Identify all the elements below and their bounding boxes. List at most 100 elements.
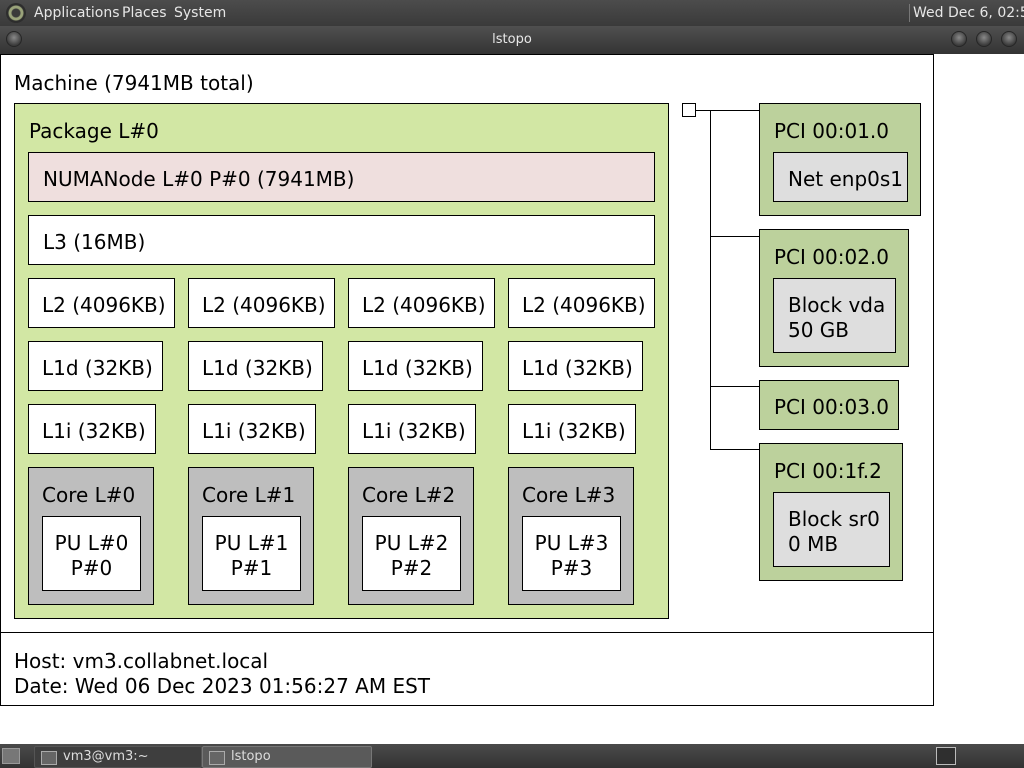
system-menu[interactable]: System [174,5,227,21]
l3-cache-box: L3 (16MB) [28,215,655,265]
l2-cache-box: L2 (4096KB) [28,278,175,328]
pu-physical-label: P#3 [550,556,593,580]
pu-box: PU L#0 P#0 [42,516,141,591]
core-label: Core L#1 [202,483,296,507]
l2-cache-label: L2 (4096KB) [522,293,646,317]
clock[interactable]: Wed Dec 6, 02:58 [913,5,1024,21]
l1i-cache-label: L1i (32KB) [362,419,466,443]
pu-physical-label: P#2 [390,556,433,580]
pu-physical-label: P#0 [70,556,113,580]
core-label: Core L#3 [522,483,616,507]
pu-label: PU L#1 [214,531,289,555]
taskbar-item-label: lstopo [231,749,271,764]
l1i-cache-box: L1i (32KB) [28,404,156,454]
pu-physical-label: P#1 [230,556,273,580]
l1d-cache-label: L1d (32KB) [362,356,473,380]
pu-box: PU L#2 P#2 [362,516,461,591]
l1i-cache-box: L1i (32KB) [348,404,476,454]
tree-line [696,110,760,111]
maximize-icon[interactable] [976,31,992,47]
taskbar-item-label: vm3@vm3:~ [63,749,149,764]
l2-cache-label: L2 (4096KB) [202,293,326,317]
core-box: Core L#2 PU L#2 P#2 [348,467,474,605]
pci-label: PCI 00:02.0 [774,245,889,269]
core-label: Core L#2 [362,483,456,507]
l1d-cache-label: L1d (32KB) [522,356,633,380]
core-box: Core L#0 PU L#0 P#0 [28,467,154,605]
l1i-cache-box: L1i (32KB) [508,404,636,454]
panel-separator [909,4,910,22]
os-device-size: 50 GB [788,318,850,342]
core-label: Core L#0 [42,483,136,507]
pu-label: PU L#2 [374,531,449,555]
pci-device-box: PCI 00:02.0 Block vda 50 GB [759,229,909,367]
tree-line [710,449,760,450]
window-background [934,54,1024,744]
l1d-cache-box: L1d (32KB) [28,341,163,391]
pu-label: PU L#3 [534,531,609,555]
l2-cache-box: L2 (4096KB) [508,278,655,328]
core-box: Core L#3 PU L#3 P#3 [508,467,634,605]
workspace-switcher-icon[interactable] [936,747,956,765]
host-bridge-icon [682,103,696,117]
package-box: Package L#0 NUMANode L#0 P#0 (7941MB) L3… [14,103,669,619]
l1i-cache-label: L1i (32KB) [522,419,626,443]
close-icon[interactable] [1001,31,1017,47]
os-device-label: Block vda [788,293,886,317]
show-desktop-icon[interactable] [2,748,20,764]
gnome-foot-icon[interactable] [6,3,26,23]
applications-menu[interactable]: Applications [34,5,120,21]
l1d-cache-label: L1d (32KB) [202,356,313,380]
pci-device-box: PCI 00:03.0 [759,380,899,430]
minimize-icon[interactable] [951,31,967,47]
l2-cache-box: L2 (4096KB) [348,278,495,328]
window-icon [209,751,225,765]
l2-cache-box: L2 (4096KB) [188,278,335,328]
l1i-cache-label: L1i (32KB) [202,419,306,443]
places-menu[interactable]: Places [122,5,167,21]
l1d-cache-box: L1d (32KB) [508,341,643,391]
bottom-taskbar: vm3@vm3:~ lstopo [0,744,1024,768]
tree-line [710,236,760,237]
pu-box: PU L#1 P#1 [202,516,301,591]
os-device-label: Net enp0s1 [788,167,904,191]
core-box: Core L#1 PU L#1 P#1 [188,467,314,605]
os-device-label: Block sr0 [788,507,880,531]
pu-label: PU L#0 [54,531,129,555]
top-panel: Applications Places System Wed Dec 6, 02… [0,0,1024,26]
pci-device-box: PCI 00:1f.2 Block sr0 0 MB [759,443,903,581]
l1i-cache-label: L1i (32KB) [42,419,146,443]
window-titlebar[interactable]: lstopo [0,26,1024,54]
numa-node-box: NUMANode L#0 P#0 (7941MB) [28,152,655,202]
os-device-box: Block sr0 0 MB [773,492,890,567]
l2-cache-label: L2 (4096KB) [42,293,166,317]
host-label: Host: vm3.collabnet.local [14,649,269,673]
topology-canvas: Machine (7941MB total) Package L#0 NUMAN… [0,54,934,706]
taskbar-item-terminal[interactable]: vm3@vm3:~ [34,746,202,768]
l1d-cache-label: L1d (32KB) [42,356,153,380]
tree-line [710,110,711,450]
pci-device-box: PCI 00:01.0 Net enp0s1 [759,103,921,216]
l1d-cache-box: L1d (32KB) [188,341,323,391]
pu-box: PU L#3 P#3 [522,516,621,591]
legend-divider [1,632,933,633]
pci-label: PCI 00:01.0 [774,119,889,143]
l3-cache-label: L3 (16MB) [43,230,146,254]
package-label: Package L#0 [29,119,159,143]
machine-label: Machine (7941MB total) [14,71,254,95]
pci-label: PCI 00:1f.2 [774,459,882,483]
window-title: lstopo [492,32,532,47]
os-device-box: Block vda 50 GB [773,278,896,353]
window-menu-icon[interactable] [6,31,22,47]
terminal-icon [41,751,57,765]
taskbar-item-lstopo[interactable]: lstopo [202,746,372,768]
l1i-cache-box: L1i (32KB) [188,404,316,454]
l1d-cache-box: L1d (32KB) [348,341,483,391]
numa-node-label: NUMANode L#0 P#0 (7941MB) [43,167,355,191]
tree-line [710,386,760,387]
os-device-box: Net enp0s1 [773,152,908,202]
os-device-size: 0 MB [788,532,839,556]
pci-label: PCI 00:03.0 [774,395,889,419]
date-label: Date: Wed 06 Dec 2023 01:56:27 AM EST [14,674,431,698]
l2-cache-label: L2 (4096KB) [362,293,486,317]
